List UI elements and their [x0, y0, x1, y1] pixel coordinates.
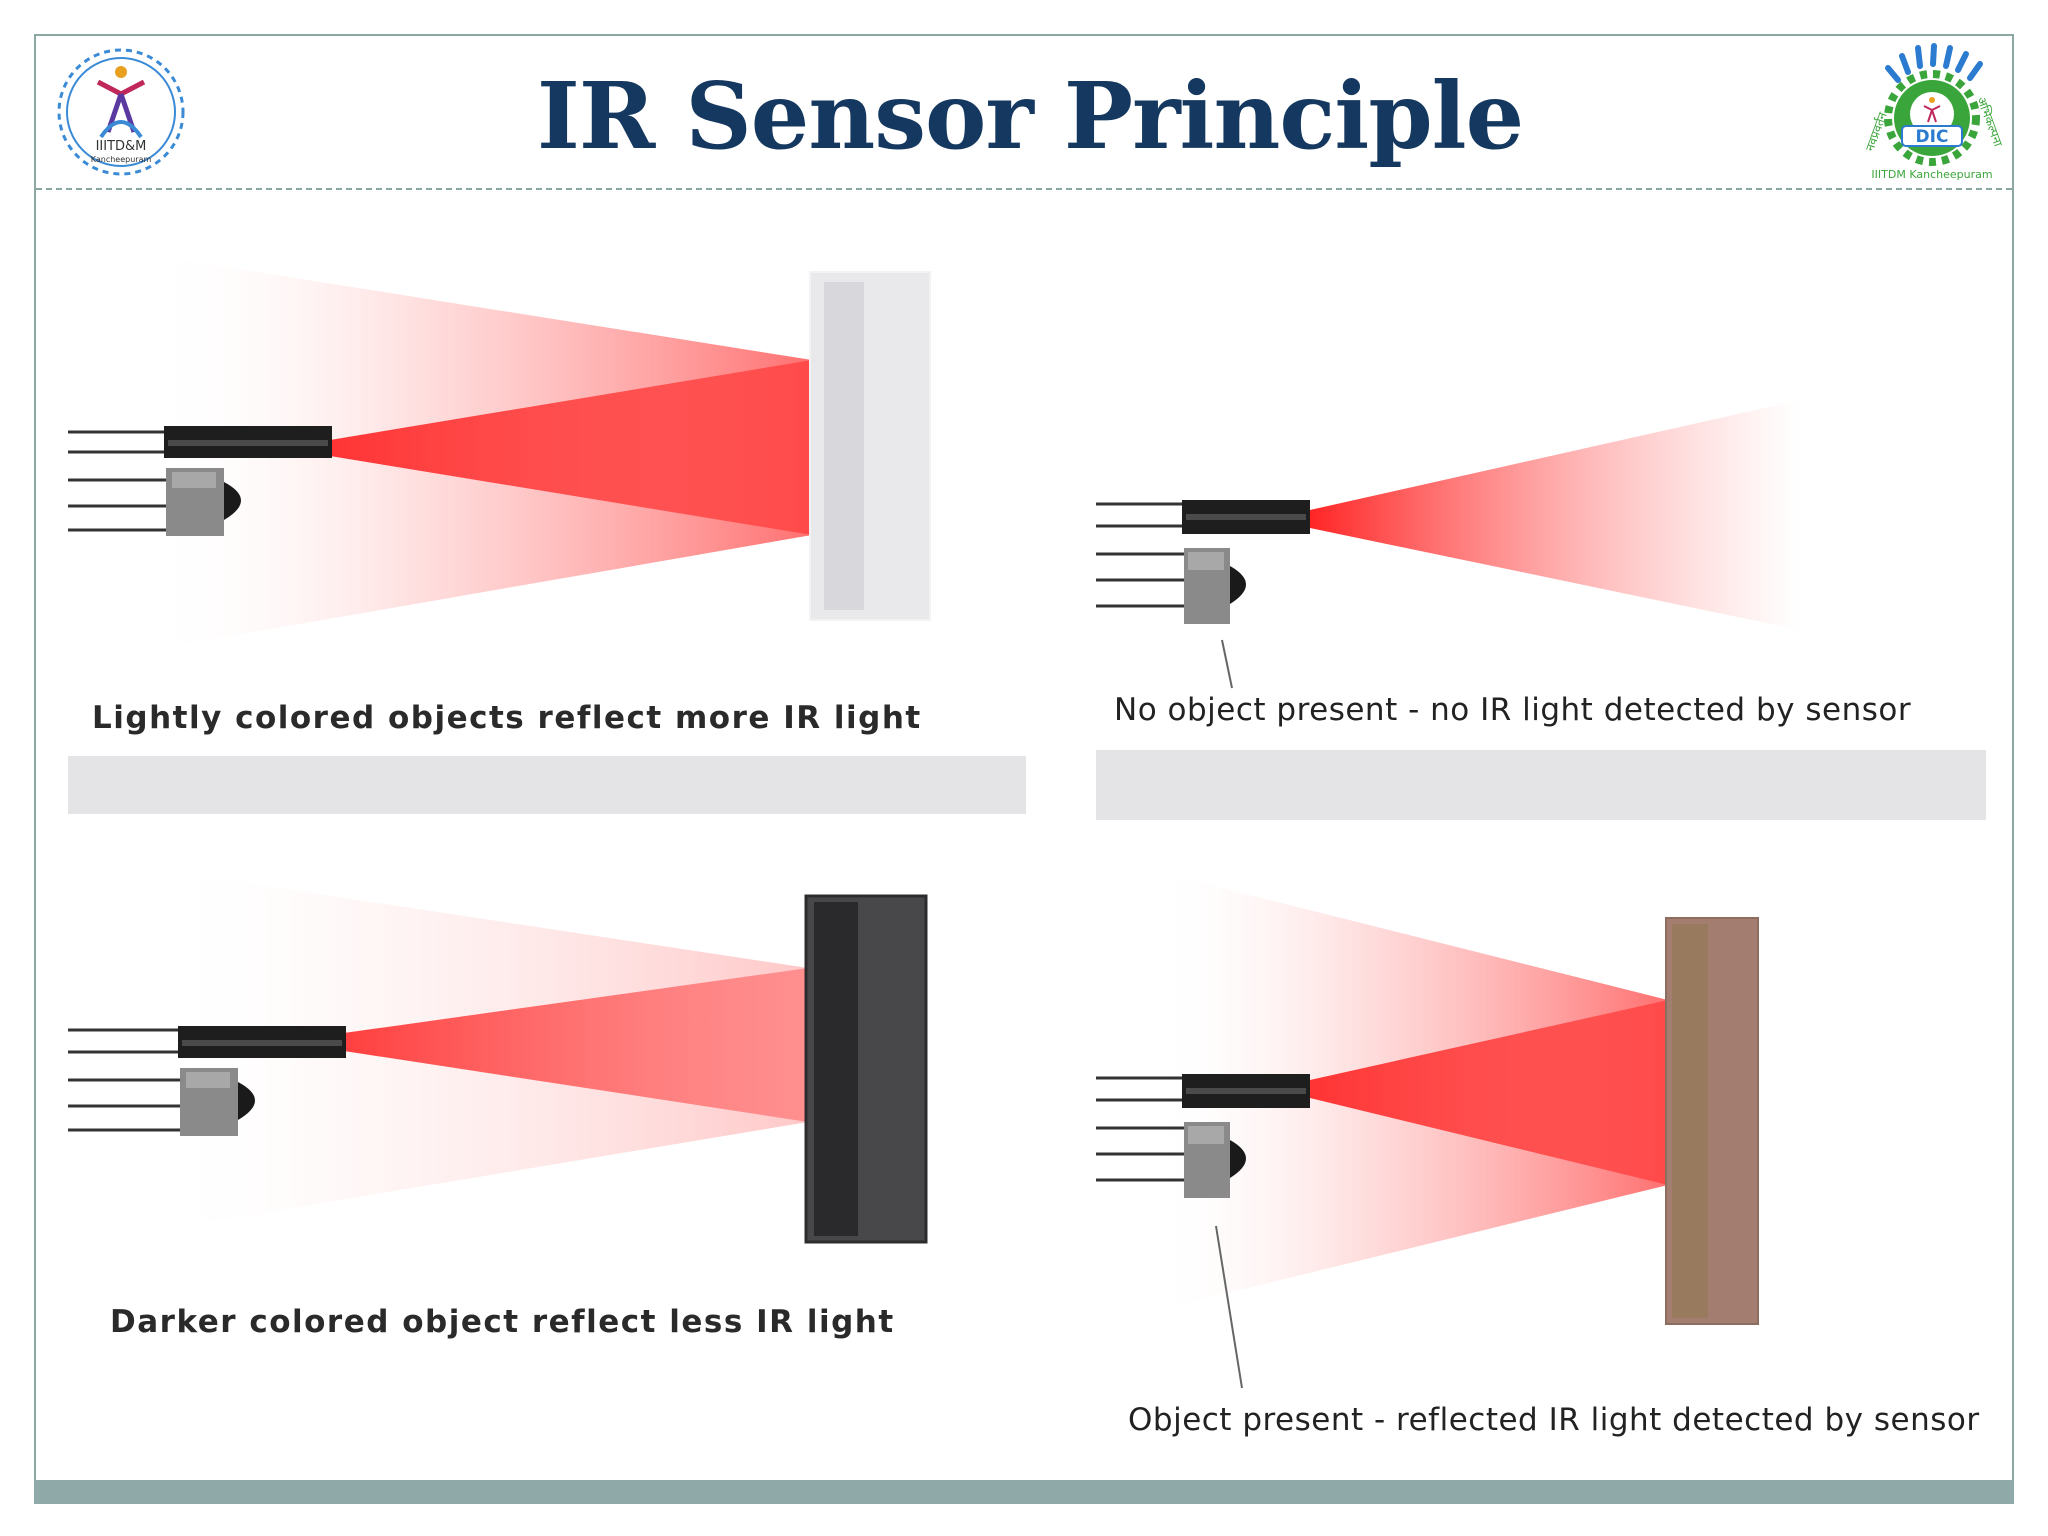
caption-no-object: No object present - no IR light detected…: [1114, 692, 1912, 728]
sunburst-icon: [1885, 43, 1983, 83]
ir-receiver: [68, 468, 241, 536]
caption-light-object: Lightly colored objects reflect more IR …: [92, 700, 922, 736]
ir-emitter: [68, 426, 332, 458]
emblem-figure-icon: [1923, 97, 1941, 123]
callout-line: [1215, 1225, 1243, 1389]
emitted-beam: [344, 968, 808, 1122]
emitted-beam: [330, 360, 812, 535]
panel-no-object: [1096, 400, 1800, 689]
caption-object-present: Object present - reflected IR light dete…: [1128, 1402, 1980, 1438]
header-divider: [36, 188, 2012, 190]
panel-dark-object: [68, 870, 928, 1244]
ir-emitter: [68, 1026, 346, 1058]
brown-object-shade: [1672, 924, 1708, 1318]
dic-badge-text: DIC: [1916, 127, 1949, 147]
iiitdm-logo: IIITD&M Kancheepuram: [57, 48, 185, 176]
panel-object-present: [1096, 870, 1759, 1389]
ir-receiver: [1096, 1122, 1246, 1198]
ir-receiver: [68, 1068, 255, 1136]
panel-light-object: [68, 255, 931, 650]
ir-emitter: [1096, 500, 1310, 534]
emitted-beam: [1310, 1000, 1668, 1185]
separator-bar-right: [1096, 750, 1986, 820]
ir-emitter: [1096, 1074, 1310, 1108]
logo-left-place: Kancheepuram: [91, 155, 152, 164]
ir-receiver: [1096, 548, 1246, 624]
light-object-shade: [824, 282, 864, 610]
callout-line: [1221, 639, 1233, 689]
caption-dark-object: Darker colored object reflect less IR li…: [110, 1304, 895, 1340]
footer-band: [34, 1480, 2014, 1504]
emitted-beam: [1310, 400, 1800, 630]
page-title: IR Sensor Principle: [536, 62, 1524, 170]
dic-logo: DIC नवप्रवर्तन अभिकल्पना IIITDM Kancheep…: [1863, 43, 2005, 181]
separator-bar-left: [68, 756, 1026, 814]
emblem-figure-icon: [96, 66, 146, 139]
dark-object-shade: [814, 902, 858, 1236]
logo-left-name: IIITD&M: [96, 139, 147, 154]
gear-icon: [57, 48, 185, 176]
logo-right-subtitle: IIITDM Kancheepuram: [1871, 168, 1992, 181]
